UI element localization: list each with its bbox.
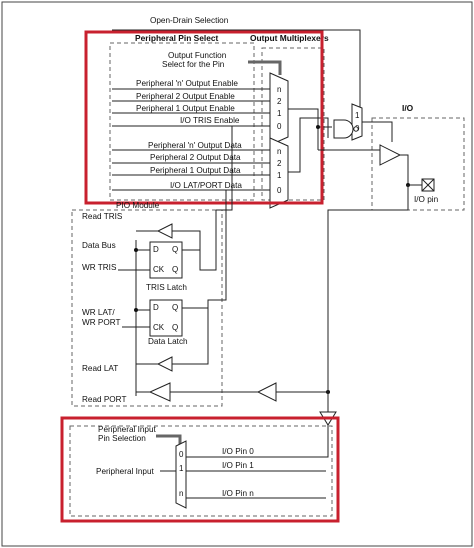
- open-drain-mux: [351, 103, 363, 141]
- tris-latch: [149, 241, 183, 279]
- input-mux-in-1: 1: [179, 464, 184, 473]
- data-latch-label: Data Latch: [148, 337, 188, 346]
- tris-latch-d: D: [153, 245, 159, 254]
- junction-data-bus-1: [134, 248, 138, 252]
- output-enable-1-label: Peripheral 1 Output Enable: [136, 104, 235, 113]
- output-data-n-label: Peripheral 'n' Output Data: [148, 141, 242, 150]
- tris-latch-qbar: Q: [172, 265, 178, 274]
- input-mux: [175, 440, 187, 509]
- and-gate: [333, 119, 354, 139]
- enable-mux-in-n: n: [277, 85, 281, 94]
- enable-mux-in-2: 2: [277, 97, 282, 106]
- output-function-select-line1: Output Function: [168, 51, 227, 60]
- output-data-2-label: Peripheral 2 Output Data: [150, 153, 241, 162]
- data-bus-label: Data Bus: [82, 241, 116, 250]
- io-pin-n-label: I/O Pin n: [222, 489, 254, 498]
- open-drain-wire: [112, 29, 361, 110]
- tris-q-wire: [182, 210, 217, 271]
- junction-data-bus-2: [134, 308, 138, 312]
- wr-lat-label-2: WR PORT: [82, 318, 121, 327]
- tris-latch-ck: CK: [153, 265, 165, 274]
- open-drain-label: Open-Drain Selection: [150, 16, 229, 25]
- input-mux-in-0: 0: [179, 450, 184, 459]
- peripheral-input-pin-selection-1: Peripheral Input: [98, 425, 157, 434]
- data-mux: [269, 137, 289, 209]
- output-buffer: [379, 144, 402, 166]
- read-tris-buffer: [156, 223, 173, 239]
- output-enable-2-label: Peripheral 2 Output Enable: [136, 92, 235, 101]
- enable-mux-in-0: 0: [277, 122, 282, 131]
- read-lat-buffer: [156, 356, 173, 372]
- peripheral-pin-select-title: Peripheral Pin Select: [135, 33, 219, 43]
- data-latch-qbar: Q: [172, 323, 178, 332]
- data-mux-output-wire: [288, 117, 329, 173]
- wr-tris-label: WR TRIS: [82, 263, 117, 272]
- output-multiplexers-frame: [261, 47, 325, 201]
- enable-mux-in-1: 1: [277, 109, 282, 118]
- enable-mux: [269, 72, 289, 146]
- read-tris-label: Read TRIS: [82, 212, 123, 221]
- tris-latch-q: Q: [172, 245, 178, 254]
- io-frame: [371, 117, 465, 211]
- data-latch-ck: CK: [153, 323, 165, 332]
- data-mux-in-2: 2: [277, 159, 282, 168]
- input-select-bus: [156, 434, 182, 446]
- data-latch: [149, 299, 183, 337]
- data-latch-d: D: [153, 303, 159, 312]
- output-enable-n-label: Peripheral 'n' Output Enable: [136, 79, 238, 88]
- read-tris-wire: [172, 230, 201, 250]
- pio-module-title: PIO Module: [116, 201, 160, 210]
- io-lat-port-data-label: I/O LAT/PORT Data: [170, 181, 242, 190]
- junction-enable: [316, 125, 320, 129]
- output-function-select-line2: Select for the Pin: [162, 60, 225, 69]
- io-title: I/O: [402, 103, 414, 113]
- io-pin-x2: [421, 178, 435, 192]
- open-drain-mux-in-1: 1: [355, 111, 360, 120]
- peripheral-pin-select-frame: [109, 42, 255, 201]
- and-gate-bubble: [353, 126, 359, 132]
- data-mux-in-1: 1: [277, 171, 282, 180]
- io-pin-0-label: I/O Pin 0: [222, 447, 254, 456]
- io-tris-enable-label: I/O TRIS Enable: [180, 116, 240, 125]
- data-mux-in-n: n: [277, 147, 281, 156]
- pio-module-frame: [71, 209, 223, 407]
- input-mux-in-n: n: [179, 489, 183, 498]
- tris-latch-label: TRIS Latch: [146, 283, 187, 292]
- pin-return-wire: [327, 185, 409, 380]
- tris-to-mux-wire: [216, 126, 233, 211]
- peripheral-input-frame: [69, 425, 333, 517]
- output-data-1-label: Peripheral 1 Output Data: [150, 166, 241, 175]
- io-pin-1-label: I/O Pin 1: [222, 461, 254, 470]
- output-multiplexers-title: Output Multiplexers: [250, 33, 329, 43]
- peripheral-input-pin-selection-2: Pin Selection: [98, 434, 146, 443]
- read-port-label: Read PORT: [82, 395, 126, 404]
- peripheral-input-label: Peripheral Input: [96, 467, 155, 476]
- io-pin-label: I/O pin: [414, 195, 439, 204]
- mux-to-buffer-enable: [362, 121, 393, 142]
- io-pin-0-wire: [186, 425, 329, 458]
- highlight-output-section: [84, 30, 324, 205]
- highlight-input-section: [60, 416, 340, 523]
- schmitt-buffer: [256, 382, 277, 402]
- select-bus: [248, 60, 282, 75]
- buffer-to-pin-wire: [400, 154, 430, 186]
- lat-q-wire: [182, 190, 227, 309]
- lat-readback-wire: [172, 308, 209, 365]
- data-latch-q: Q: [172, 303, 178, 312]
- read-port-buffer: [148, 382, 171, 402]
- read-lat-label: Read LAT: [82, 364, 118, 373]
- wr-lat-label-1: WR LAT/: [82, 308, 115, 317]
- data-mux-in-0: 0: [277, 186, 282, 195]
